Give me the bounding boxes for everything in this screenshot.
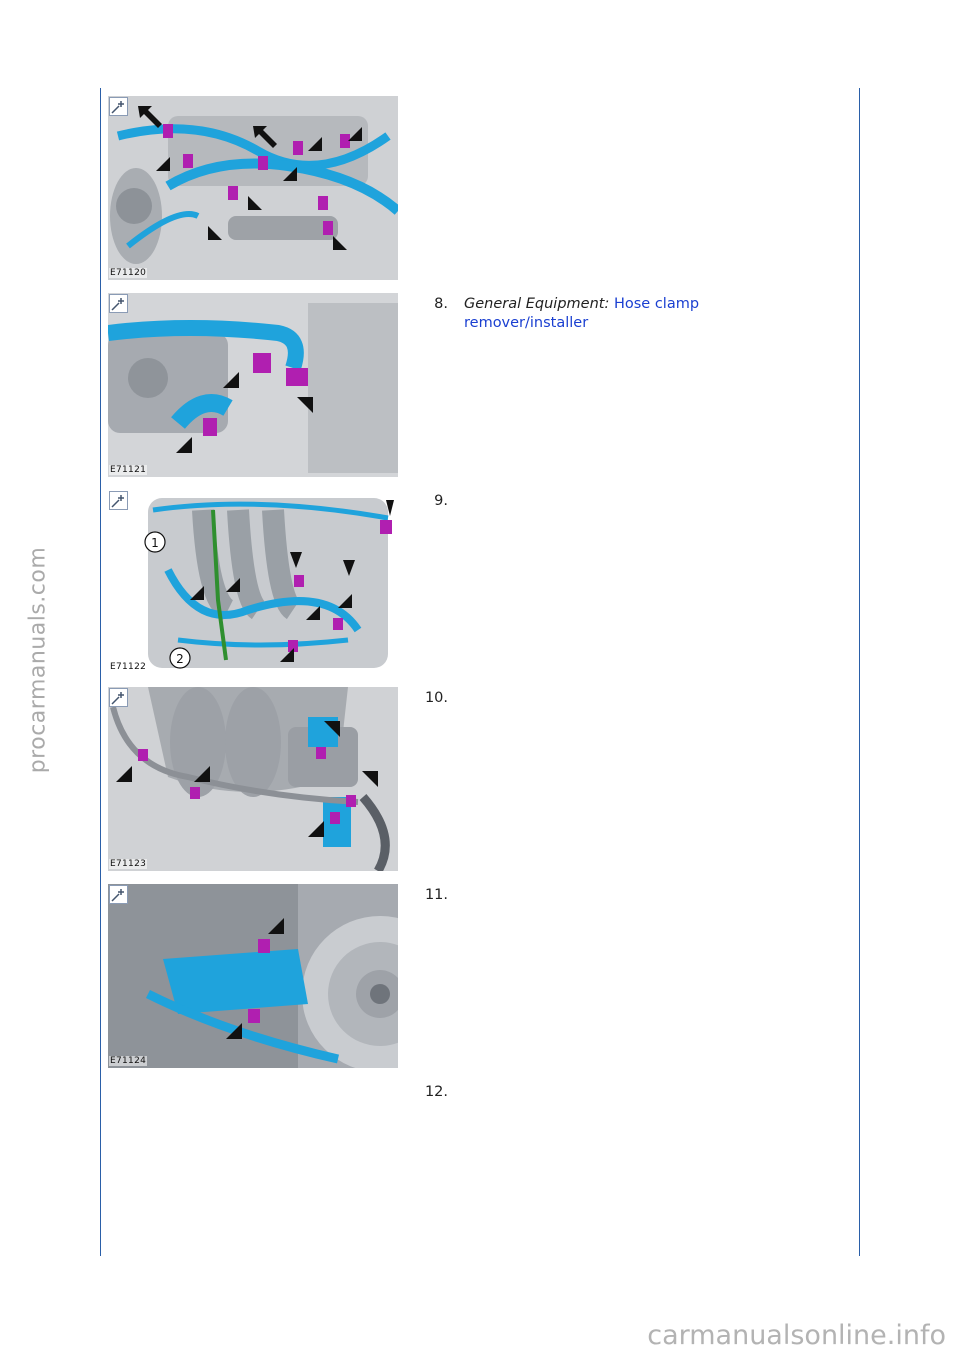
side-watermark: procarmanuals.com xyxy=(25,546,51,774)
engine-illustration xyxy=(108,96,398,280)
engine-illustration: 1 2 xyxy=(108,490,398,674)
figure-e71121[interactable]: E71121 xyxy=(108,293,398,477)
step-number: 10. xyxy=(424,690,448,706)
step-number: 12. xyxy=(424,1084,448,1100)
engine-illustration xyxy=(108,884,398,1068)
bottom-watermark: carmanualsonline.info xyxy=(647,1320,946,1351)
figure-e71123[interactable]: E71123 xyxy=(108,687,398,871)
zoom-in-icon[interactable] xyxy=(109,491,128,510)
step-number: 8. xyxy=(434,296,448,312)
engine-illustration xyxy=(108,293,398,477)
figure-e71124[interactable]: E71124 xyxy=(108,884,398,1068)
zoom-in-icon[interactable] xyxy=(109,294,128,313)
callout-1: 1 xyxy=(151,536,159,550)
right-margin-rule xyxy=(859,88,860,1256)
figure-e71120[interactable]: E71120 xyxy=(108,96,398,280)
figure-code: E71123 xyxy=(109,859,148,869)
callout-2: 2 xyxy=(176,652,184,666)
step-text: General Equipment: Hose clamp remover/in… xyxy=(464,295,744,333)
figure-code: E71120 xyxy=(109,268,148,278)
engine-illustration xyxy=(108,687,398,871)
zoom-in-icon[interactable] xyxy=(109,885,128,904)
equipment-label: General Equipment: xyxy=(464,296,610,312)
figure-code: E71121 xyxy=(109,465,148,475)
tool-link[interactable]: Hose clamp remover/installer xyxy=(464,296,700,331)
step-number: 11. xyxy=(424,887,448,903)
figure-code: E71122 xyxy=(109,662,148,672)
step-number: 9. xyxy=(434,493,448,509)
figure-e71122[interactable]: 1 2 E71122 xyxy=(108,490,398,674)
figure-code: E71124 xyxy=(109,1056,148,1066)
left-margin-rule xyxy=(100,88,101,1256)
zoom-in-icon[interactable] xyxy=(109,97,128,116)
zoom-in-icon[interactable] xyxy=(109,688,128,707)
